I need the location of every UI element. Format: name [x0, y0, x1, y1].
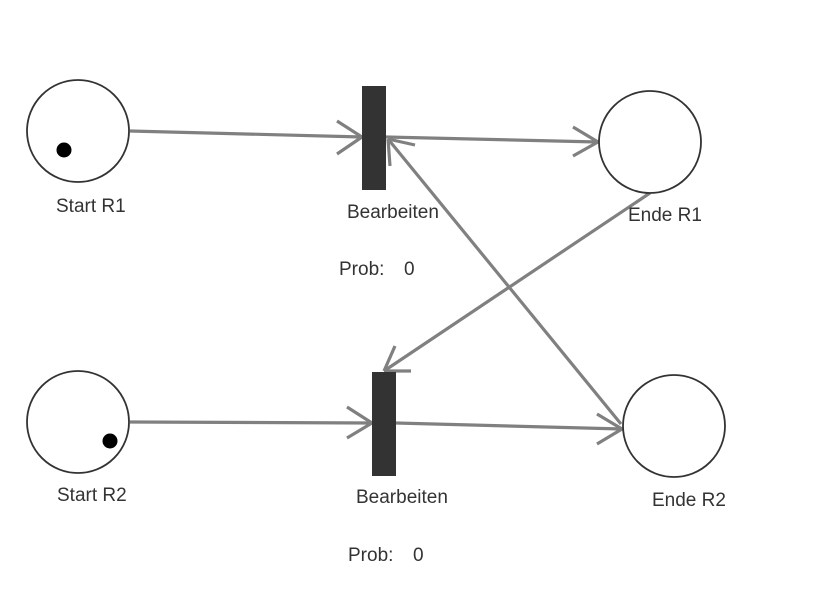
place-label: Start R2 — [57, 485, 127, 506]
transition-bar[interactable] — [372, 372, 396, 476]
transition-label: Bearbeiten — [356, 487, 448, 508]
arc-t1-to-ende-r1[interactable] — [385, 125, 602, 158]
place-start-r1[interactable]: Start R1 — [26, 79, 130, 217]
transition-bar[interactable] — [362, 86, 386, 190]
prob-value: 0 — [413, 545, 424, 566]
place-circle[interactable] — [598, 90, 702, 194]
arc-start-r1-to-t1[interactable] — [129, 119, 365, 156]
place-ende-r1[interactable]: Ende R1 — [598, 90, 702, 226]
arc-start-r2-to-t2[interactable] — [129, 405, 376, 440]
place-label: Start R1 — [56, 196, 126, 217]
transition-label: Bearbeiten — [347, 202, 439, 223]
arc-ende-r1-to-t2[interactable] — [382, 191, 651, 373]
place-start-r2[interactable]: Start R2 — [26, 370, 130, 506]
arcs — [129, 119, 651, 446]
transition-bearbeiten-1[interactable]: Bearbeiten Prob: 0 — [339, 86, 439, 280]
prob-value: 0 — [404, 259, 415, 280]
arc-t2-to-ende-r2[interactable] — [395, 412, 626, 446]
place-label: Ende R2 — [652, 490, 726, 511]
place-circle[interactable] — [622, 374, 726, 478]
prob-label: Prob: — [348, 545, 393, 566]
prob-label: Prob: — [339, 259, 384, 280]
place-label: Ende R1 — [628, 205, 702, 226]
arc-ende-r2-to-t1[interactable] — [386, 137, 623, 426]
place-circle[interactable] — [26, 79, 130, 183]
place-circle[interactable] — [26, 370, 130, 474]
token — [56, 142, 72, 158]
token — [102, 433, 118, 449]
transition-bearbeiten-2[interactable]: Bearbeiten Prob: 0 — [348, 372, 448, 566]
place-ende-r2[interactable]: Ende R2 — [622, 374, 726, 511]
